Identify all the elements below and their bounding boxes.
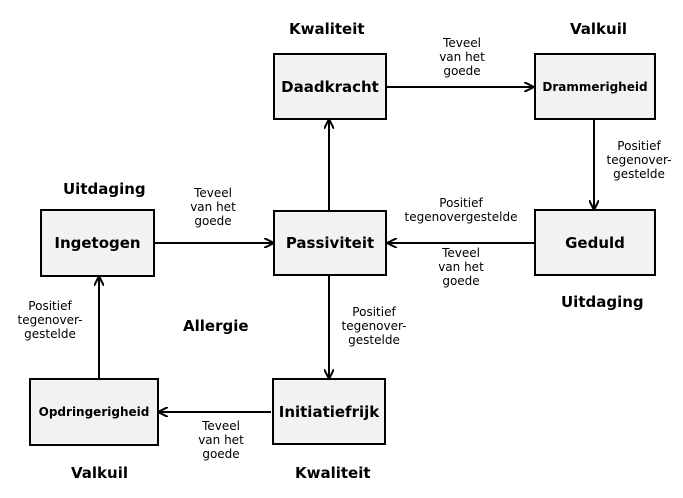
note-line: Positief [439,196,483,210]
note-line: van het [439,50,485,64]
heading-uitdaging-right: Uitdaging [561,293,644,311]
note-line: gestelde [24,327,76,341]
note-line: van het [190,200,236,214]
note-line: Teveel [442,246,480,260]
box-opdringerigheid: Opdringerigheid [29,378,159,446]
note-line: goede [442,274,480,288]
note-positief-right: Positief tegenover- gestelde [599,139,679,181]
note-line: goede [194,214,232,228]
box-geduld: Geduld [534,209,656,276]
note-line: gestelde [348,333,400,347]
note-teveel-center: Teveel van het goede [426,246,496,288]
box-drammerigheid: Drammerigheid [534,53,656,120]
note-line: tegenover- [17,313,83,327]
note-positief-left: Positief tegenover- gestelde [10,299,90,341]
heading-valkuil-bottom: Valkuil [71,464,128,482]
note-line: tegenover- [606,153,672,167]
note-line: Positief [28,299,72,313]
heading-kwaliteit-bottom: Kwaliteit [295,464,371,482]
note-line: tegenovergestelde [404,210,518,224]
box-initiatiefrijk: Initiatiefrijk [272,378,386,445]
box-passiviteit: Passiviteit [273,210,387,276]
note-line: Positief [352,305,396,319]
note-line: Teveel [202,419,240,433]
box-ingetogen: Ingetogen [40,209,155,277]
note-positief-center: Positief tegenovergestelde [396,196,526,224]
note-line: van het [198,433,244,447]
note-line: goede [443,64,481,78]
note-line: Teveel [194,186,232,200]
note-line: gestelde [613,167,665,181]
note-line: Positief [617,139,661,153]
note-line: Teveel [443,36,481,50]
note-line: goede [202,447,240,461]
note-line: van het [438,260,484,274]
note-teveel-bottom: Teveel van het goede [186,419,256,461]
heading-allergie: Allergie [183,317,249,335]
box-daadkracht: Daadkracht [273,53,387,120]
note-teveel-top: Teveel van het goede [427,36,497,78]
heading-valkuil-top: Valkuil [570,20,627,38]
note-positief-bottom: Positief tegenover- gestelde [334,305,414,347]
note-teveel-left: Teveel van het goede [178,186,248,228]
note-line: tegenover- [341,319,407,333]
heading-uitdaging-left: Uitdaging [63,180,146,198]
heading-kwaliteit-top: Kwaliteit [289,20,365,38]
